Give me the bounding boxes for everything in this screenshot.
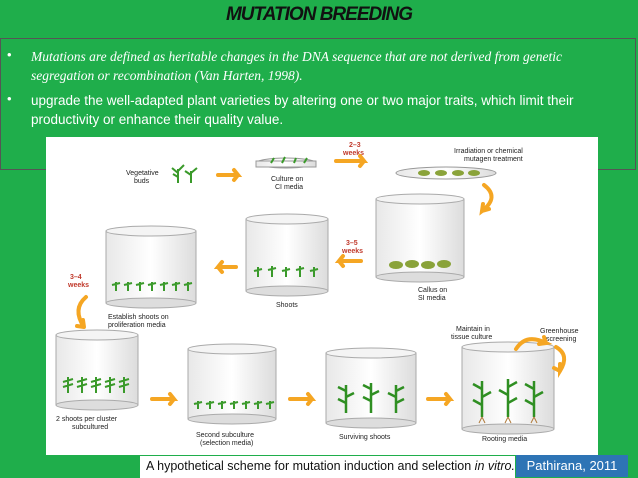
credit-badge: Pathirana, 2011 (516, 455, 628, 477)
surviving-shoots-label: Surviving shoots (339, 434, 391, 441)
arrow-10 (514, 335, 553, 351)
bullet-marker: • (7, 47, 12, 62)
proliferation-jar (105, 225, 197, 309)
bullet-definition: Mutations are defined as heritable chang… (31, 49, 563, 83)
bullet-upgrade: upgrade the well-adapted plant varieties… (31, 93, 574, 127)
caption-text: A hypothetical scheme for mutation induc… (146, 459, 475, 473)
rooting-jar (461, 341, 555, 435)
shoots-jar (245, 213, 329, 297)
arrow-9 (426, 392, 455, 406)
shoots-label: Shoots (276, 302, 298, 309)
rooting-media-label: Rooting media (482, 436, 527, 443)
arrow-2 (334, 154, 369, 168)
slide-title: MUTATION BREEDING (225, 4, 413, 25)
callus-jar (375, 193, 465, 283)
arrow-11 (552, 345, 567, 378)
second-subculture-label: Second subculture(selection media) (196, 432, 254, 447)
ci-culture-dish (255, 156, 317, 169)
arrow-8 (288, 392, 317, 406)
arrow-5 (213, 260, 238, 274)
arrow-1 (216, 168, 243, 182)
irradiation-dish (395, 166, 497, 180)
arrow-7 (150, 392, 179, 406)
vegetative-buds-plant (171, 164, 198, 183)
surviving-jar (325, 347, 417, 429)
caption-in-vitro: in vitro. (474, 459, 515, 473)
selection-jar (187, 343, 277, 425)
bullet-marker: • (7, 91, 12, 106)
arrow-6 (75, 295, 88, 329)
arrow-3 (479, 183, 494, 216)
figure-caption: A hypothetical scheme for mutation induc… (140, 456, 515, 478)
two-shoots-jar (55, 329, 139, 411)
arrow-4 (334, 254, 363, 268)
